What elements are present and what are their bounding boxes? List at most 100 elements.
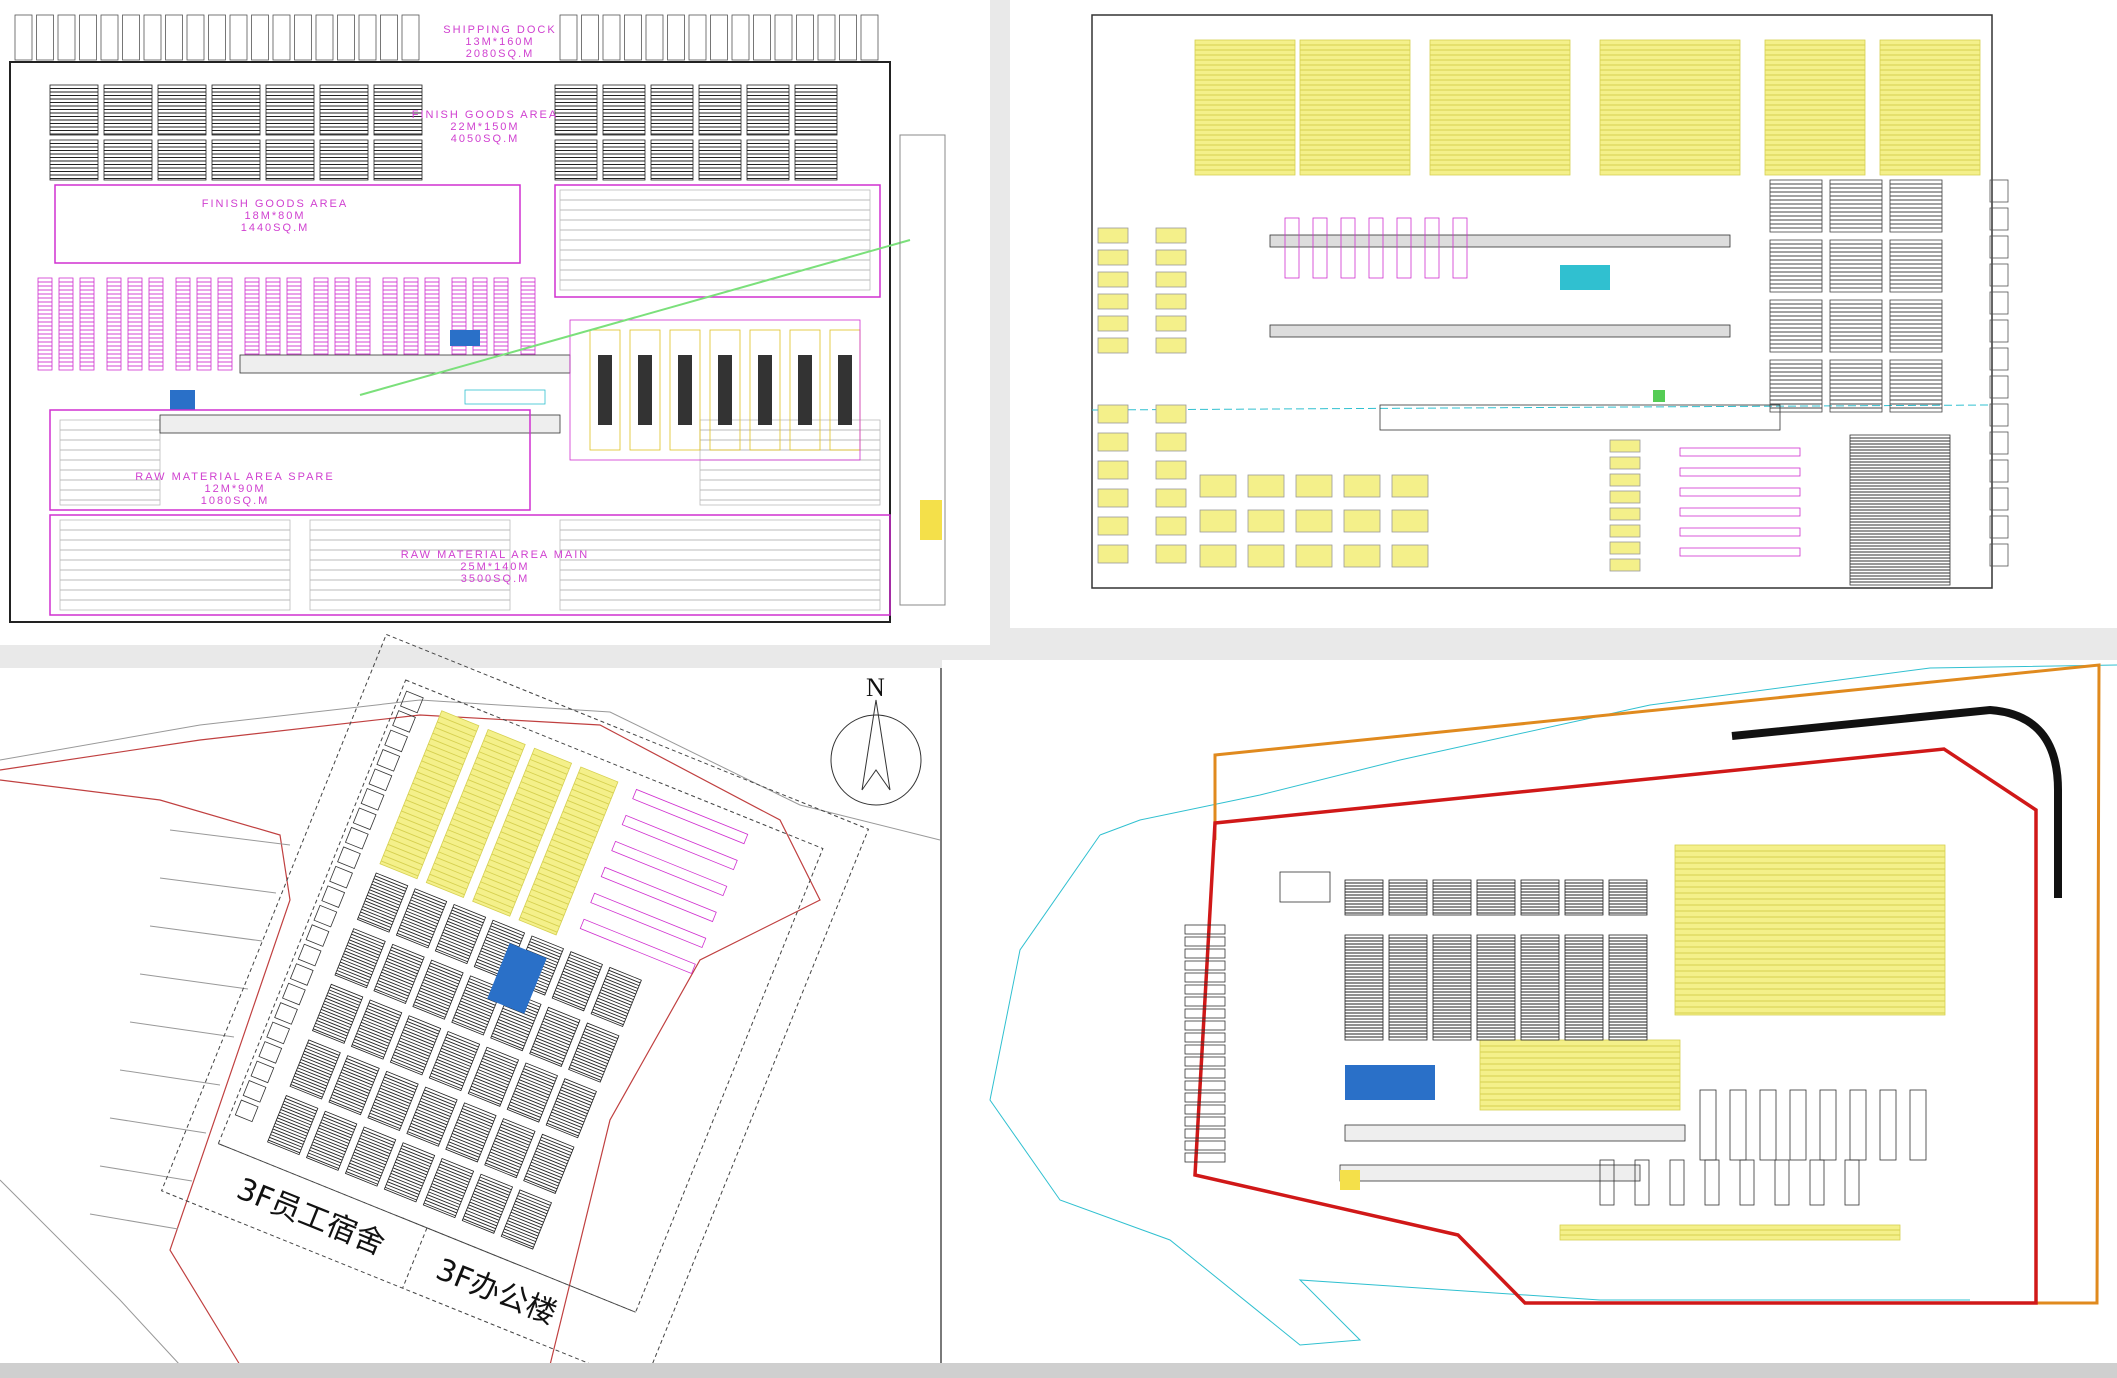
rack-line	[571, 1061, 604, 1076]
yellow-rack	[1097, 271, 1129, 288]
rack-line	[538, 1142, 571, 1156]
rack	[267, 1095, 319, 1156]
gray-rack	[1889, 299, 1943, 353]
yellow-rack	[1097, 404, 1129, 424]
rack-line	[291, 1081, 324, 1095]
rack	[334, 928, 386, 989]
rack-line	[486, 1159, 519, 1174]
yellow-rack	[1155, 544, 1187, 564]
rack-line	[357, 1143, 390, 1157]
rack-line	[441, 1047, 474, 1062]
rack-line	[466, 1209, 499, 1224]
rack-line	[362, 1019, 395, 1033]
rack-line	[555, 1100, 588, 1115]
rack-line	[471, 1085, 503, 1100]
gray-rack	[1769, 179, 1823, 233]
rack-line	[370, 886, 403, 901]
yellow-rack-line	[553, 833, 592, 850]
rack-line	[450, 912, 483, 926]
rack-line	[493, 1030, 526, 1044]
parcel-line	[119, 1069, 221, 1086]
dock-door	[143, 14, 162, 61]
rack-line	[556, 1097, 589, 1112]
gray-rack	[1769, 239, 1823, 293]
side-bay	[1184, 1080, 1226, 1091]
side-bay	[1184, 1020, 1226, 1031]
rack-line	[374, 875, 407, 889]
rack-line	[361, 1021, 393, 1036]
rack	[356, 872, 409, 933]
yellow-rack-line	[467, 779, 506, 795]
rack-line	[352, 1154, 385, 1168]
yellow-rack-line	[463, 790, 501, 807]
press-frame	[1368, 217, 1384, 279]
rack-line	[305, 1047, 338, 1062]
rack-line	[384, 963, 417, 978]
rack-line	[420, 1097, 453, 1112]
rack-line	[409, 1125, 442, 1140]
rack-line	[343, 953, 376, 967]
dock-door	[14, 14, 33, 61]
rack-line	[398, 930, 430, 944]
rack-line	[531, 1161, 563, 1176]
rack	[698, 84, 742, 136]
rack	[373, 139, 423, 181]
rack	[1564, 934, 1604, 1041]
rack-line	[468, 1204, 501, 1218]
site-plan-bottom-left: 3F员工宿舍 3F办公楼 N	[0, 633, 941, 1378]
yellow-rack	[1155, 516, 1187, 536]
yellow-rack-line	[489, 859, 527, 875]
dock-door	[380, 14, 398, 61]
production-line	[1339, 1065, 1927, 1206]
yellow-rack-line	[511, 803, 550, 820]
rack-line	[370, 1109, 403, 1124]
site-plan-bottom-right	[989, 663, 2117, 1346]
rack-line	[412, 893, 445, 908]
rack-line	[532, 1045, 565, 1060]
rack-line	[360, 911, 393, 926]
dock-door	[645, 14, 664, 61]
rack-line	[455, 1124, 488, 1139]
rack-line	[400, 924, 433, 939]
rack-line	[476, 1071, 509, 1086]
rack-line	[359, 1137, 392, 1152]
rack-line	[379, 977, 411, 991]
parcel-line	[149, 925, 263, 942]
rack-line	[388, 955, 420, 969]
rack-line	[527, 1170, 560, 1184]
press	[1819, 1089, 1837, 1161]
rack-line	[562, 970, 595, 985]
rack-line	[566, 962, 599, 976]
rack-line	[443, 1042, 476, 1056]
line-segment	[159, 414, 561, 434]
rack-line	[367, 1005, 400, 1019]
rack-line	[377, 1093, 410, 1107]
rack-line	[297, 1067, 330, 1081]
yellow-rack-line	[482, 875, 521, 892]
rack-line	[290, 1084, 323, 1098]
blue-unit	[170, 390, 195, 410]
rack-line	[471, 1196, 504, 1210]
rack-line	[413, 1004, 446, 1018]
press-frame	[1284, 217, 1300, 279]
rack-line	[405, 1023, 438, 1038]
yellow-rack-line	[542, 861, 580, 877]
rack-line	[483, 1055, 516, 1069]
yellow-rack-line	[456, 806, 494, 823]
rack-line	[321, 1119, 354, 1133]
rack-line	[416, 995, 449, 1010]
rack-line	[565, 965, 597, 979]
rack-line	[301, 1056, 334, 1070]
rack-line	[453, 1017, 486, 1031]
rack-line	[377, 980, 410, 994]
rack-line	[423, 1092, 456, 1106]
rack-line	[425, 973, 458, 988]
label-area: 2080SQ.M	[466, 48, 535, 60]
rack-line	[477, 1182, 510, 1196]
rack-line	[427, 1194, 460, 1208]
rack-line	[526, 1172, 559, 1187]
rack-line	[435, 948, 468, 963]
rack-line	[439, 1163, 472, 1178]
rack-line	[511, 1098, 544, 1113]
yellow-rack-line	[428, 743, 466, 760]
